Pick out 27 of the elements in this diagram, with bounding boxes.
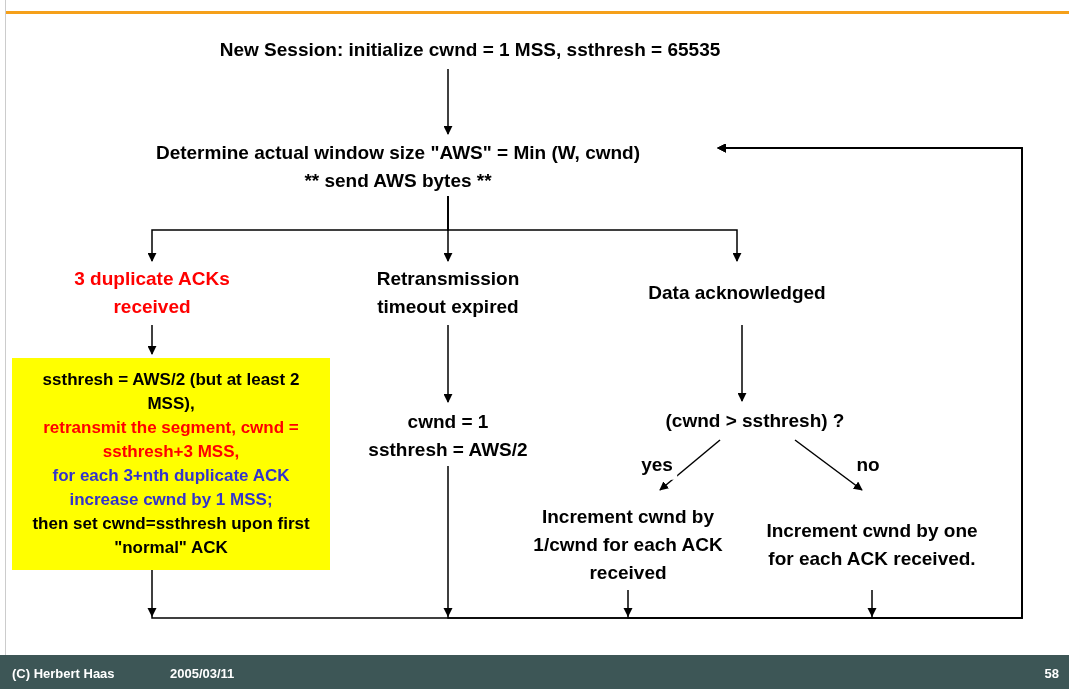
arrow bbox=[443, 324, 453, 403]
footer-text: 2005/03/11 bbox=[170, 665, 235, 683]
step-text: Retransmission timeout expired bbox=[375, 267, 521, 319]
step-text: Determine actual window size "AWS" = Min (W, cwnd) bbox=[155, 141, 641, 165]
arrow bbox=[447, 195, 742, 262]
arrow bbox=[794, 439, 863, 491]
arrow bbox=[717, 143, 1023, 619]
footer-text: (C) Herbert Haas bbox=[12, 665, 115, 683]
step-text: Data acknowledged bbox=[648, 281, 826, 305]
step-text: retransmit the segment, cwnd = ssthresh+3 MSS, bbox=[42, 417, 300, 463]
step-text: ssthresh = AWS/2 (but at least 2 MSS), bbox=[41, 369, 301, 415]
step-text: 3 duplicate ACKs received bbox=[73, 267, 231, 319]
step-text: (cwnd > ssthresh) ? bbox=[665, 409, 845, 433]
step-text: Increment cwnd by 1/cwnd for each ACK received bbox=[532, 505, 724, 585]
step-text: New Session: initialize cwnd = 1 MSS, ssthresh = 65535 bbox=[219, 38, 721, 62]
step-text: ** send AWS bytes ** bbox=[304, 169, 492, 193]
step-text: ssthresh = AWS/2 bbox=[368, 438, 528, 462]
arrow bbox=[737, 324, 747, 402]
arrow bbox=[659, 439, 721, 491]
arrow bbox=[443, 68, 453, 135]
arrow bbox=[147, 324, 157, 355]
step-text: Increment cwnd by one for each ACK received. bbox=[765, 519, 979, 571]
step-text: for each 3+nth duplicate ACK increase cwnd by 1 MSS; bbox=[51, 465, 291, 511]
step-text: then set cwnd=ssthresh upon first "normal" ACK bbox=[31, 513, 311, 559]
footer-text: 58 bbox=[1044, 665, 1059, 683]
step-text: cwnd = 1 bbox=[407, 410, 489, 434]
note-box bbox=[12, 358, 330, 570]
